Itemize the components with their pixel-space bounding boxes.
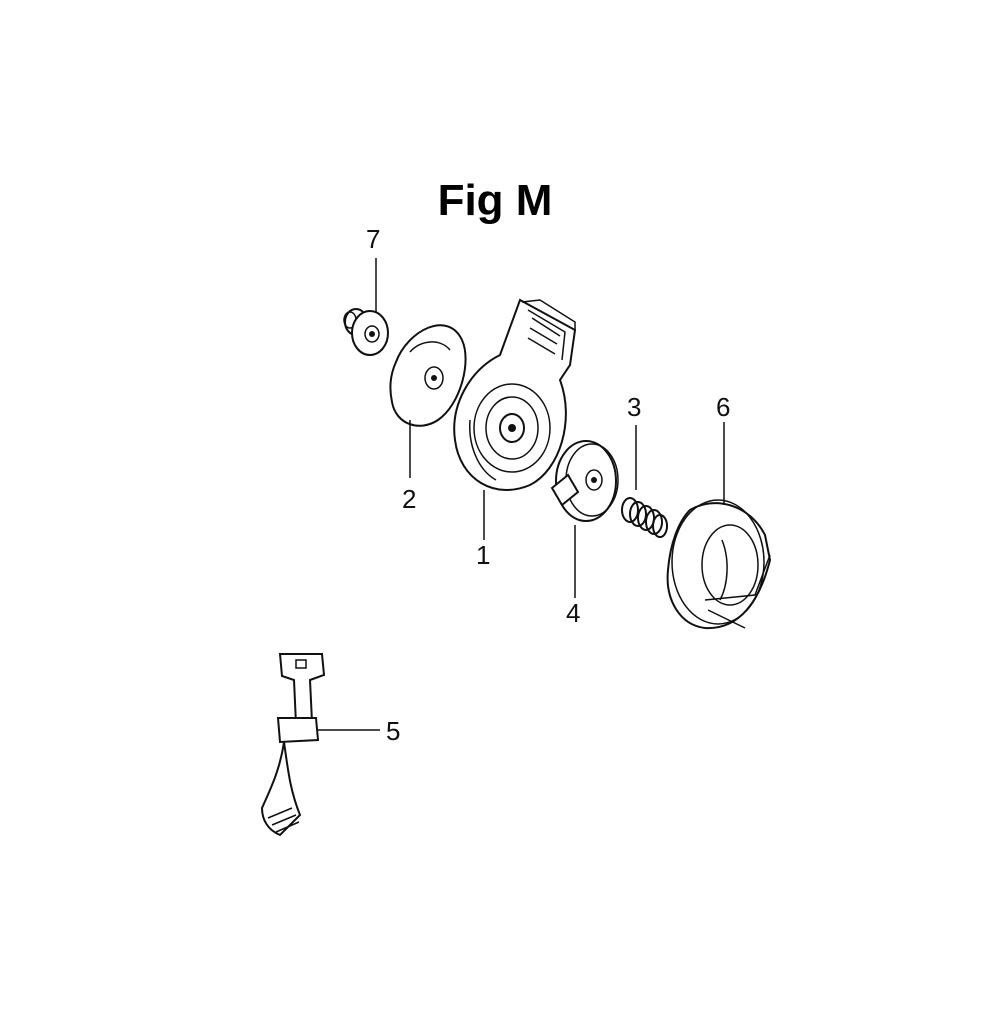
figure-title: Fig M [437, 176, 553, 225]
part-4-ratchet [550, 440, 619, 522]
callout-2: 2 [402, 484, 417, 514]
part-2-plate [389, 324, 467, 427]
callout-6: 6 [716, 392, 731, 422]
part-6-cap [666, 499, 772, 630]
callout-3: 3 [627, 392, 642, 422]
part-5-cable-tie [260, 653, 326, 837]
callout-5: 5 [386, 716, 401, 746]
callout-4: 4 [566, 598, 581, 628]
callout-1: 1 [476, 540, 491, 570]
callout-7: 7 [366, 224, 381, 254]
part-7-bolt [343, 308, 389, 356]
part-3-spring [621, 497, 668, 538]
part-1-housing [453, 298, 577, 491]
